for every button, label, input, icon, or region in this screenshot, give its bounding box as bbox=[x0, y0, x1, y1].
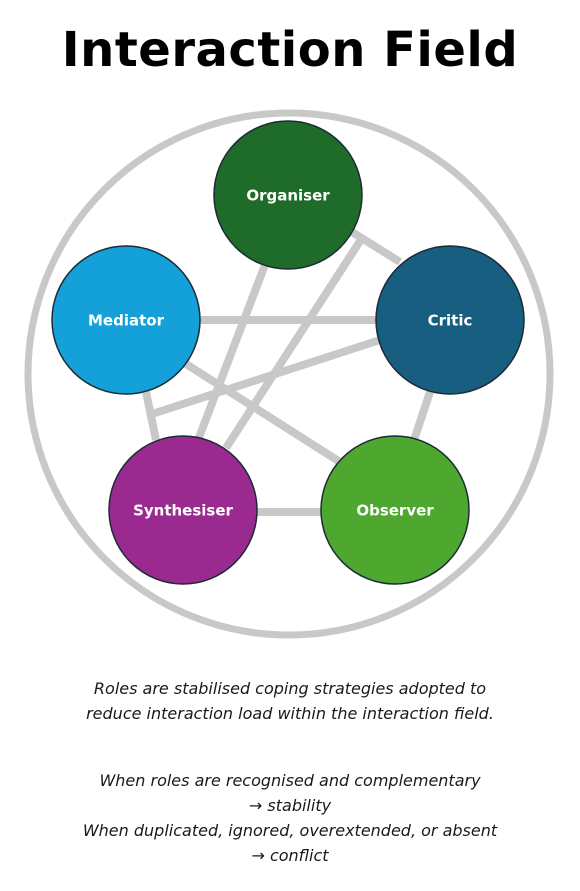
connector-organiser-observer bbox=[222, 235, 366, 451]
role-circle-mediator bbox=[51, 245, 201, 395]
role-label-synthesiser: Synthesiser bbox=[133, 502, 233, 520]
connector-mediator-synthesiser bbox=[142, 391, 160, 441]
role-label-critic: Critic bbox=[428, 312, 473, 330]
caption-line-1: Roles are stabilised coping strategies a… bbox=[93, 679, 487, 698]
role-circle-observer bbox=[320, 435, 470, 585]
connector-lines bbox=[142, 228, 434, 516]
rule-duplicated: When duplicated, ignored, overextended, … bbox=[82, 821, 498, 840]
role-node-organiser: Organiser bbox=[213, 120, 363, 270]
connector-organiser-synthesiser bbox=[194, 263, 269, 442]
role-node-mediator: Mediator bbox=[51, 245, 201, 395]
role-circle-synthesiser bbox=[108, 435, 258, 585]
role-label-organiser: Organiser bbox=[246, 187, 330, 205]
connector-critic-synthesiser bbox=[150, 336, 382, 418]
roles-caption: Roles are stabilised coping strategies a… bbox=[0, 676, 580, 726]
role-node-synthesiser: Synthesiser bbox=[108, 435, 258, 585]
rule-stability: → stability bbox=[248, 796, 332, 815]
role-circle-organiser bbox=[213, 120, 363, 270]
caption-line-2: reduce interaction load within the inter… bbox=[86, 704, 494, 723]
connector-critic-observer bbox=[410, 390, 434, 442]
rule-recognised: When roles are recognised and complement… bbox=[99, 771, 481, 790]
role-node-observer: Observer bbox=[320, 435, 470, 585]
connector-mediator-observer bbox=[183, 360, 343, 466]
role-circle-critic bbox=[375, 245, 525, 395]
page-title: Interaction Field bbox=[61, 22, 519, 78]
role-rules: When roles are recognised and complement… bbox=[0, 768, 580, 868]
interaction-field-ring bbox=[24, 109, 554, 639]
role-label-mediator: Mediator bbox=[88, 312, 165, 330]
rule-conflict: → conflict bbox=[251, 846, 329, 865]
role-label-observer: Observer bbox=[356, 502, 434, 520]
role-node-critic: Critic bbox=[375, 245, 525, 395]
